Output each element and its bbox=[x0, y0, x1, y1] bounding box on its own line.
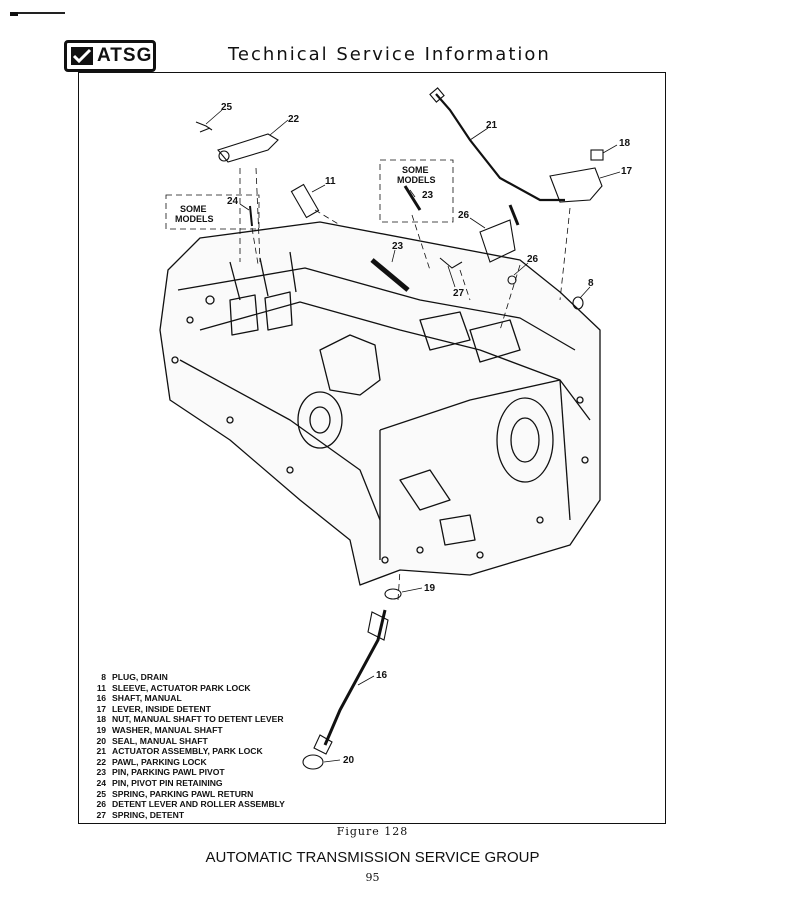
page-title: Technical Service Information bbox=[228, 44, 551, 65]
assembly-guide-lines bbox=[165, 159, 571, 601]
legend-number: 20 bbox=[96, 735, 106, 746]
page-header: ATSG Technical Service Information bbox=[64, 40, 744, 74]
legend-number: 26 bbox=[96, 799, 106, 810]
detent-lever-26-shape bbox=[479, 219, 516, 263]
legend-row: 23 PIN, PARKING PAWL PIVOT bbox=[88, 767, 408, 778]
legend-row: 16 SHAFT, MANUAL bbox=[88, 693, 408, 704]
legend-text: SPRING, DETENT bbox=[112, 809, 185, 820]
callout-24: 24 bbox=[227, 196, 239, 207]
callout-19: 19 bbox=[424, 583, 436, 594]
callout-26-lower: 26 bbox=[527, 254, 539, 265]
legend-text: SEAL, MANUAL SHAFT bbox=[112, 735, 208, 746]
callout-21: 21 bbox=[486, 120, 498, 131]
legend-text: NUT, MANUAL SHAFT TO DETENT LEVER bbox=[112, 714, 284, 725]
some-models-right-line1: SOME bbox=[402, 165, 429, 175]
some-models-left-line2: MODELS bbox=[175, 214, 214, 224]
actuator-rod-21-shape bbox=[435, 93, 565, 202]
figure-frame bbox=[78, 72, 666, 824]
some-models-left-line1: SOME bbox=[180, 204, 207, 214]
some-models-box-right bbox=[379, 159, 454, 223]
pin-24-shape bbox=[249, 205, 253, 227]
callout-23-lower: 23 bbox=[392, 241, 404, 252]
legend-row: 24 PIN, PIVOT PIN RETAINING bbox=[88, 778, 408, 789]
callout-22: 22 bbox=[288, 114, 300, 125]
legend-row: 21 ACTUATOR ASSEMBLY, PARK LOCK bbox=[88, 746, 408, 757]
atsg-logo: ATSG bbox=[64, 40, 156, 72]
footer-title: AUTOMATIC TRANSMISSION SERVICE GROUP bbox=[205, 849, 540, 866]
some-models-box-left bbox=[165, 194, 260, 230]
legend-number: 21 bbox=[96, 746, 106, 757]
legend-number: 19 bbox=[96, 724, 106, 735]
legend-row: 11 SLEEVE, ACTUATOR PARK LOCK bbox=[88, 683, 408, 694]
legend-row: 17 LEVER, INSIDE DETENT bbox=[88, 704, 408, 715]
scan-artifact-line bbox=[10, 12, 65, 14]
parts-legend: 8 PLUG, DRAIN 11 SLEEVE, ACTUATOR PARK LOC… bbox=[88, 672, 408, 820]
legend-number: 17 bbox=[96, 703, 106, 714]
legend-number: 24 bbox=[96, 777, 106, 788]
callout-8: 8 bbox=[588, 278, 594, 289]
logo-text: ATSG bbox=[97, 45, 153, 66]
legend-row: 22 PAWL, PARKING LOCK bbox=[88, 757, 408, 768]
pawl-22-shape bbox=[217, 133, 279, 163]
callout-25: 25 bbox=[221, 102, 233, 113]
legend-text: PIN, PIVOT PIN RETAINING bbox=[112, 777, 223, 788]
manual-shaft-16-shape bbox=[323, 609, 387, 746]
exploded-parts bbox=[195, 87, 604, 770]
legend-text: SLEEVE, ACTUATOR PARK LOCK bbox=[112, 682, 251, 693]
some-models-right-line2: MODELS bbox=[397, 175, 436, 185]
legend-row: 25 SPRING, PARKING PAWL RETURN bbox=[88, 789, 408, 800]
legend-number: 11 bbox=[96, 682, 106, 693]
scan-artifact-mark bbox=[10, 12, 18, 16]
legend-number: 23 bbox=[96, 767, 106, 778]
callout-16: 16 bbox=[376, 670, 388, 681]
legend-row: 20 SEAL, MANUAL SHAFT bbox=[88, 736, 408, 747]
callout-23-upper: 23 bbox=[422, 190, 434, 201]
nut-18-shape bbox=[590, 149, 604, 161]
legend-text: LEVER, INSIDE DETENT bbox=[112, 703, 211, 714]
callout-26-upper: 26 bbox=[458, 210, 470, 221]
callout-27: 27 bbox=[453, 288, 465, 299]
legend-row: 27 SPRING, DETENT bbox=[88, 810, 408, 821]
legend-text: WASHER, MANUAL SHAFT bbox=[112, 724, 223, 735]
legend-number: 18 bbox=[96, 714, 106, 725]
legend-text: SPRING, PARKING PAWL RETURN bbox=[112, 788, 254, 799]
roller-26-shape bbox=[507, 275, 517, 285]
callout-20: 20 bbox=[343, 755, 355, 766]
detent-lever-17-shape bbox=[549, 167, 603, 203]
callout-17: 17 bbox=[621, 166, 633, 177]
legend-row: 18 NUT, MANUAL SHAFT TO DETENT LEVER bbox=[88, 714, 408, 725]
callout-leaders bbox=[205, 109, 621, 763]
legend-number: 22 bbox=[96, 756, 106, 767]
washer-19-shape bbox=[384, 588, 402, 600]
checkmark-icon bbox=[71, 47, 93, 65]
legend-text: PIN, PARKING PAWL PIVOT bbox=[112, 767, 225, 778]
legend-text: DETENT LEVER AND ROLLER ASSEMBLY bbox=[112, 799, 285, 810]
legend-text: SHAFT, MANUAL bbox=[112, 693, 182, 704]
legend-number: 27 bbox=[96, 809, 106, 820]
legend-text: ACTUATOR ASSEMBLY, PARK LOCK bbox=[112, 746, 263, 757]
transmission-case-outline bbox=[159, 221, 601, 586]
legend-row: 26 DETENT LEVER AND ROLLER ASSEMBLY bbox=[88, 799, 408, 810]
figure-caption: Figure 128 bbox=[336, 825, 409, 838]
plug-8-shape bbox=[572, 296, 584, 310]
callout-18: 18 bbox=[619, 138, 631, 149]
legend-text: PAWL, PARKING LOCK bbox=[112, 756, 207, 767]
legend-text: PLUG, DRAIN bbox=[112, 672, 168, 682]
pin-23-upper-shape bbox=[403, 185, 422, 211]
legend-number: 8 bbox=[101, 672, 106, 682]
sleeve-11-shape bbox=[290, 183, 320, 219]
callout-11: 11 bbox=[325, 176, 336, 187]
seal-20-shape bbox=[302, 754, 324, 770]
legend-row: 19 WASHER, MANUAL SHAFT bbox=[88, 725, 408, 736]
legend-number: 25 bbox=[96, 788, 106, 799]
legend-row: 8 PLUG, DRAIN bbox=[88, 672, 408, 683]
legend-number: 16 bbox=[96, 693, 106, 704]
pin-23-lower-shape bbox=[370, 258, 410, 292]
page-number: 95 bbox=[365, 871, 380, 884]
spring-27-shape bbox=[439, 257, 463, 269]
callout-labels: 25 22 11 23 23 24 21 18 17 26 26 27 8 19… bbox=[175, 102, 633, 766]
spring-25-shape bbox=[195, 121, 213, 133]
